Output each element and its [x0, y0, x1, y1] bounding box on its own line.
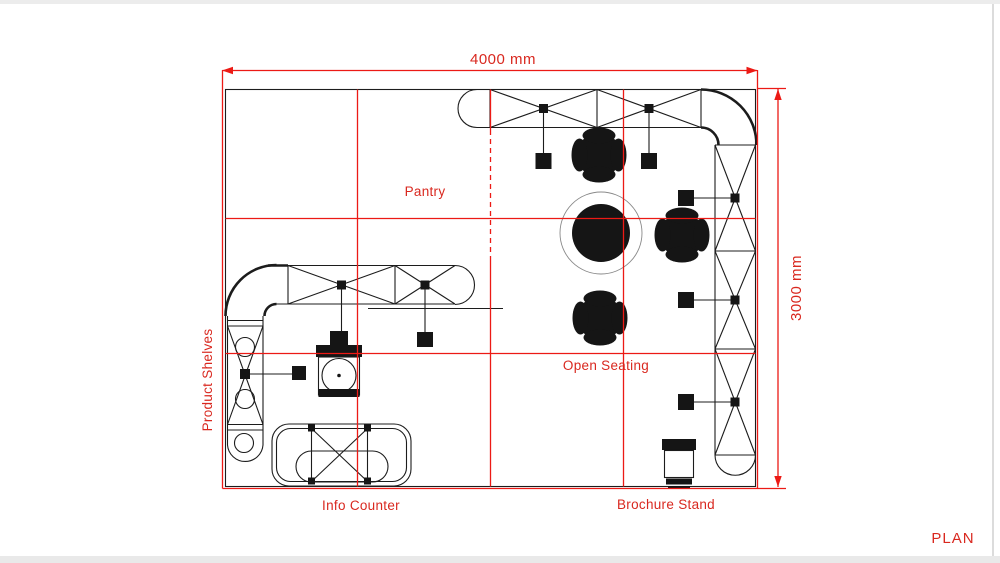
- round-table: [559, 191, 643, 275]
- hanging-light: [678, 190, 694, 206]
- lounge-chair: [572, 290, 628, 346]
- hanging-light: [535, 153, 552, 169]
- right-dimension-line: 3000 mm: [222, 70, 805, 490]
- plan-title: PLAN: [931, 530, 974, 547]
- hanging-light: [417, 332, 433, 347]
- info-counter-drawing: [271, 423, 412, 487]
- lounge-chair: [571, 127, 627, 183]
- right-truss: [678, 144, 757, 476]
- page-top-edge: [0, 0, 1000, 4]
- info-counter-label: Info Counter: [322, 498, 400, 513]
- page-bottom-edge: [0, 556, 1000, 563]
- brochure-stand-drawing: [662, 439, 696, 489]
- hanging-light: [641, 153, 657, 169]
- product-shelves-unit: [226, 316, 306, 463]
- hanging-light: [678, 394, 694, 410]
- pantry-cabinet: [316, 331, 362, 397]
- hanging-light: [292, 366, 306, 380]
- brochure-stand-label: Brochure Stand: [617, 497, 715, 512]
- page-right-edge: [992, 4, 994, 556]
- pantry-label: Pantry: [405, 184, 446, 199]
- corner-curved-wall: [700, 88, 758, 146]
- left-truss: [224, 263, 503, 347]
- open-seating-label: Open Seating: [563, 358, 649, 373]
- width-dimension-label: 4000 mm: [470, 51, 536, 68]
- top-dimension-line: 4000 mm: [221, 51, 758, 489]
- hanging-light: [678, 292, 694, 308]
- lounge-chair: [654, 207, 710, 263]
- product-shelves-label: Product Shelves: [200, 329, 215, 432]
- zone-grid-lines: [225, 89, 756, 487]
- height-dimension-label: 3000 mm: [788, 255, 805, 321]
